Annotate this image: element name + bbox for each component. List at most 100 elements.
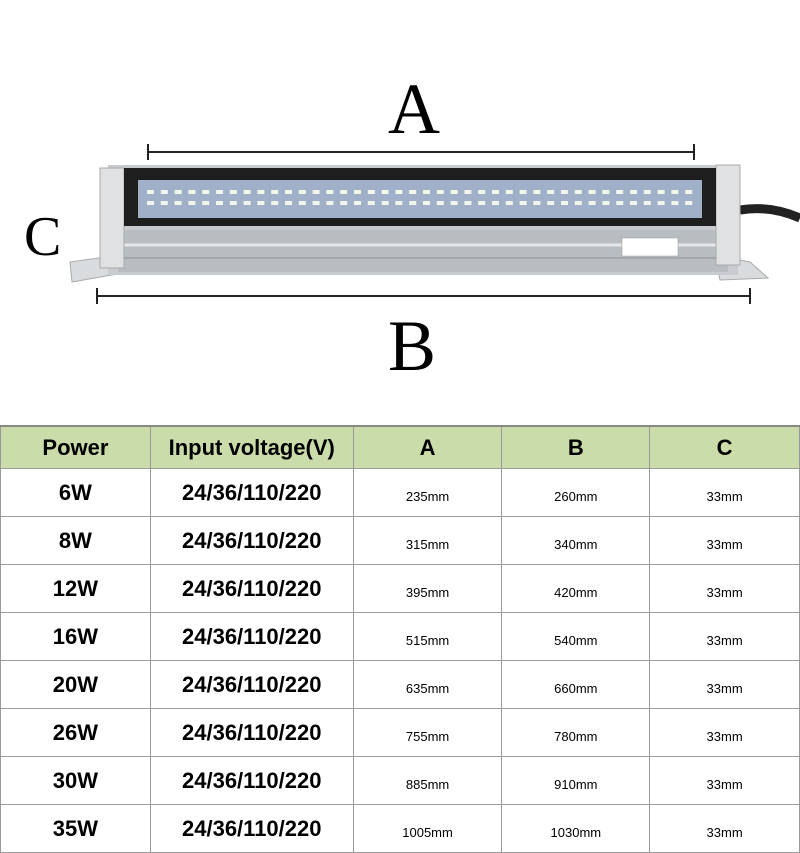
led-chip — [202, 201, 210, 205]
table-cell: 24/36/110/220 — [149, 756, 354, 805]
led-chip — [326, 201, 334, 205]
led-chip — [657, 201, 665, 205]
led-chip — [685, 201, 693, 205]
led-chip — [381, 190, 389, 194]
led-chip — [188, 201, 196, 205]
led-chip — [533, 201, 541, 205]
led-chip — [354, 201, 361, 205]
led-chip — [147, 201, 154, 205]
led-chip — [312, 201, 320, 205]
led-chip — [561, 190, 568, 194]
led-chip — [643, 201, 651, 205]
led-chip — [271, 201, 279, 205]
led-chip — [450, 201, 458, 205]
led-chip — [492, 201, 499, 205]
column-header: A — [352, 425, 503, 469]
led-chip — [657, 190, 665, 194]
led-chip — [285, 201, 292, 205]
led-chip — [298, 201, 306, 205]
led-chip — [409, 190, 417, 194]
led-chip — [423, 201, 430, 205]
table-cell: 395mm — [352, 564, 503, 613]
led-chip — [367, 201, 375, 205]
table-cell: 33mm — [649, 612, 800, 661]
led-chip — [326, 190, 334, 194]
table-cell: 315mm — [352, 516, 503, 565]
led-chip — [257, 201, 265, 205]
led-chip — [395, 190, 403, 194]
led-chip — [505, 201, 513, 205]
table-cell: 235mm — [352, 468, 503, 517]
led-chip — [630, 190, 637, 194]
led-chip — [423, 190, 430, 194]
dimension-line-b — [96, 288, 751, 304]
led-chip — [174, 201, 182, 205]
led-chip — [450, 190, 458, 194]
table-cell: 24/36/110/220 — [149, 708, 354, 757]
table-cell: 780mm — [501, 708, 651, 757]
dimension-label-c: C — [24, 206, 62, 268]
led-chip — [216, 190, 223, 194]
table-cell: 24/36/110/220 — [149, 516, 354, 565]
dimension-line-a — [147, 144, 695, 160]
led-chip — [602, 201, 610, 205]
table-cell: 8W — [0, 516, 151, 565]
led-chip — [188, 190, 196, 194]
led-chip — [381, 201, 389, 205]
table-cell: 540mm — [501, 612, 651, 661]
table-cell: 24/36/110/220 — [149, 612, 354, 661]
column-header: C — [649, 425, 800, 469]
led-chip — [643, 190, 651, 194]
led-chip — [685, 190, 693, 194]
table-cell: 33mm — [649, 660, 800, 709]
led-chip — [588, 190, 596, 194]
table-cell: 33mm — [649, 468, 800, 517]
table-cell: 33mm — [649, 564, 800, 613]
led-chip — [547, 190, 555, 194]
led-chip — [574, 190, 582, 194]
led-chip — [243, 201, 251, 205]
table-cell: 33mm — [649, 804, 800, 853]
led-chip — [298, 190, 306, 194]
led-chip — [671, 190, 679, 194]
led-chip — [202, 190, 210, 194]
led-chip — [574, 201, 582, 205]
table-cell: 33mm — [649, 708, 800, 757]
table-cell: 33mm — [649, 756, 800, 805]
led-chip — [478, 190, 486, 194]
table-cell: 12W — [0, 564, 151, 613]
led-chip — [271, 190, 279, 194]
led-chip — [602, 190, 610, 194]
table-cell: 6W — [0, 468, 151, 517]
led-chip — [492, 190, 499, 194]
led-chip — [478, 201, 486, 205]
table-cell: 24/36/110/220 — [149, 564, 354, 613]
table-cell: 755mm — [352, 708, 503, 757]
led-chip — [367, 190, 375, 194]
table-cell: 260mm — [501, 468, 651, 517]
led-chip — [160, 201, 168, 205]
table-cell: 635mm — [352, 660, 503, 709]
table-cell: 660mm — [501, 660, 651, 709]
table-cell: 515mm — [352, 612, 503, 661]
column-header: Power — [0, 425, 151, 469]
led-chip — [436, 190, 444, 194]
led-chip — [312, 190, 320, 194]
led-lamp-diagram — [69, 144, 800, 304]
led-chip — [285, 190, 292, 194]
led-chip — [147, 190, 154, 194]
led-chip — [229, 190, 237, 194]
table-cell: 26W — [0, 708, 151, 757]
power-cable — [739, 204, 800, 223]
led-chip — [216, 201, 223, 205]
led-chip — [519, 190, 527, 194]
table-cell: 30W — [0, 756, 151, 805]
table-cell: 420mm — [501, 564, 651, 613]
led-chip — [340, 190, 348, 194]
table-cell: 1030mm — [501, 804, 651, 853]
table-cell: 24/36/110/220 — [149, 804, 354, 853]
